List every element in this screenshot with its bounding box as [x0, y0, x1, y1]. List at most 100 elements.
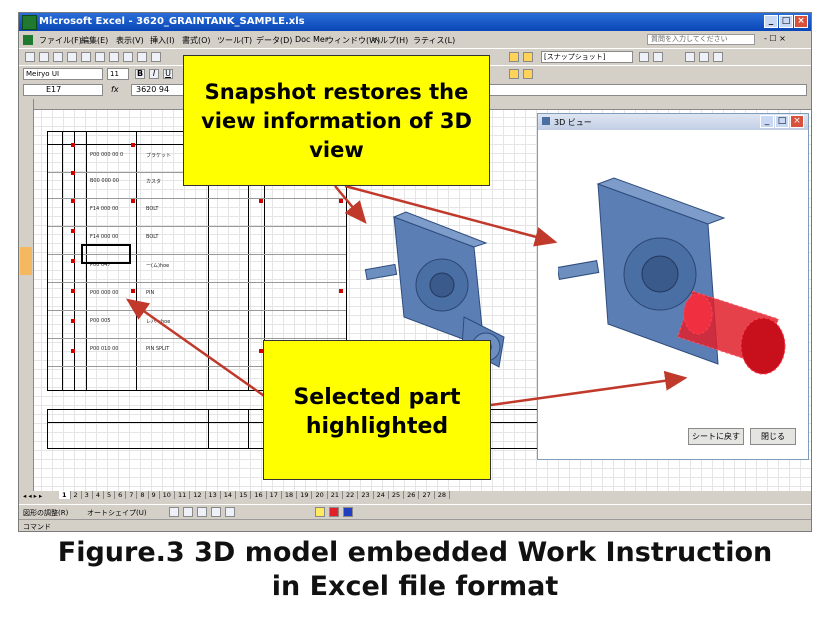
sheet-tab[interactable]: 14: [221, 491, 237, 499]
font-size-select[interactable]: 11: [107, 68, 129, 80]
viewer-close-button[interactable]: ×: [790, 115, 804, 128]
sheet-tab[interactable]: 18: [282, 491, 298, 499]
arrow-icon[interactable]: [183, 507, 193, 517]
menu-insert[interactable]: 挿入(I): [150, 36, 175, 45]
menu-edit[interactable]: 編集(E): [81, 36, 109, 45]
viewer-close-text-button[interactable]: 閉じる: [750, 428, 796, 445]
sheet-tab[interactable]: 1: [59, 491, 71, 499]
excel-app-icon: [22, 15, 37, 30]
font-name-select[interactable]: Meiryo UI: [23, 68, 103, 80]
camera-icon[interactable]: [639, 52, 649, 62]
maximize-button[interactable]: □: [779, 15, 793, 28]
menu-file[interactable]: ファイル(F): [39, 36, 82, 45]
menu-tools[interactable]: ツール(T): [217, 36, 253, 45]
return-to-sheet-button[interactable]: シートに戻す: [688, 428, 744, 445]
fill-color-icon[interactable]: [315, 507, 325, 517]
menu-lattice[interactable]: ラティス(L): [413, 36, 456, 45]
standard-toolbar: [スナップショット]: [19, 48, 811, 65]
sheet-tab[interactable]: 15: [236, 491, 252, 499]
sheet-tab[interactable]: 10: [160, 491, 175, 499]
help-search-input[interactable]: 質問を入力してください: [647, 34, 755, 45]
menu-help[interactable]: ヘルプ(H): [372, 36, 409, 45]
spell-icon[interactable]: [95, 52, 105, 62]
autoshape-menu[interactable]: オートシェイプ(U): [87, 509, 147, 517]
sheet-tab[interactable]: 26: [404, 491, 420, 499]
sheet-tab[interactable]: 12: [190, 491, 206, 499]
settings-icon[interactable]: [713, 52, 723, 62]
italic-icon[interactable]: I: [149, 69, 159, 79]
bold-icon[interactable]: B: [135, 69, 145, 79]
snapshot-callout: Snapshot restores the view information o…: [183, 55, 490, 186]
doc-close-icon[interactable]: - ☐ ×: [764, 34, 786, 43]
preview-icon[interactable]: [81, 52, 91, 62]
sheet-tab[interactable]: 4: [93, 491, 104, 499]
sheet-tab[interactable]: 20: [312, 491, 328, 499]
sheet-tab[interactable]: 3: [82, 491, 93, 499]
sheet-tab[interactable]: 6: [115, 491, 127, 499]
close-button[interactable]: ×: [794, 15, 808, 28]
print-icon[interactable]: [67, 52, 77, 62]
delete-snapshot-icon[interactable]: [653, 52, 663, 62]
snapshot-apply-icon[interactable]: [523, 69, 533, 79]
view3d-icon[interactable]: [523, 52, 533, 62]
line-color-icon[interactable]: [329, 507, 339, 517]
snapshot-load-icon[interactable]: [509, 69, 519, 79]
oval-icon[interactable]: [211, 507, 221, 517]
font-color-icon[interactable]: [343, 507, 353, 517]
sheet-tab[interactable]: 8: [137, 491, 149, 499]
sheet-tab[interactable]: 22: [343, 491, 359, 499]
sheet-tab[interactable]: 27: [419, 491, 435, 499]
viewer-icon: [542, 117, 550, 125]
export-icon[interactable]: [699, 52, 709, 62]
rect-icon[interactable]: [197, 507, 207, 517]
menu-view[interactable]: 表示(V): [116, 36, 144, 45]
selected-cell[interactable]: [81, 244, 131, 264]
sheet-tab[interactable]: 13: [206, 491, 221, 499]
sheet-tab[interactable]: 17: [267, 491, 282, 499]
menu-docmer[interactable]: Doc Mer: [295, 35, 329, 44]
save-snapshot-icon[interactable]: [685, 52, 695, 62]
name-box[interactable]: E17: [23, 84, 103, 96]
snapshot-icon[interactable]: [509, 52, 519, 62]
sheet-tab[interactable]: 25: [389, 491, 405, 499]
doc-icon: [23, 35, 33, 45]
menu-window[interactable]: ウィンドウ(W): [326, 36, 381, 45]
paste-icon[interactable]: [137, 52, 147, 62]
sheet-tab[interactable]: 11: [175, 491, 191, 499]
viewer-minimize-button[interactable]: _: [760, 115, 774, 128]
format-painter-icon[interactable]: [151, 52, 161, 62]
open-icon[interactable]: [39, 52, 49, 62]
row-code: B00 000 00: [90, 178, 119, 184]
minimize-button[interactable]: _: [764, 15, 778, 28]
viewer-maximize-button[interactable]: □: [775, 115, 789, 128]
copy-icon[interactable]: [123, 52, 133, 62]
line-icon[interactable]: [169, 507, 179, 517]
tab-nav-arrows[interactable]: ◂ ◂ ▸ ▸: [23, 492, 43, 500]
sheet-tab[interactable]: 23: [358, 491, 374, 499]
draw-menu[interactable]: 図形の調整(R): [23, 509, 69, 517]
menu-data[interactable]: データ(D): [256, 36, 293, 45]
sheet-tab[interactable]: 24: [374, 491, 389, 499]
status-text: コマンド: [23, 523, 51, 531]
sheet-tab[interactable]: 7: [126, 491, 138, 499]
sheet-tab[interactable]: 16: [251, 491, 267, 499]
caption-line-2: in Excel file format: [271, 571, 559, 602]
snapshot-select[interactable]: [スナップショット]: [541, 51, 633, 63]
underline-icon[interactable]: U: [163, 69, 173, 79]
save-icon[interactable]: [53, 52, 63, 62]
textbox-icon[interactable]: [225, 507, 235, 517]
row-code: P00 005: [90, 318, 111, 324]
sheet-tab[interactable]: 2: [71, 491, 82, 499]
fx-label: fx: [111, 85, 119, 94]
viewer-3d-model[interactable]: [558, 174, 798, 404]
new-icon[interactable]: [25, 52, 35, 62]
cut-icon[interactable]: [109, 52, 119, 62]
sheet-tab[interactable]: 9: [149, 491, 160, 499]
sheet-tab[interactable]: 19: [297, 491, 313, 499]
sheet-tab[interactable]: 5: [104, 491, 116, 499]
sheet-tab[interactable]: 28: [435, 491, 450, 499]
sheet-tab[interactable]: 21: [328, 491, 344, 499]
menu-format[interactable]: 書式(O): [182, 36, 211, 45]
highlighted-part[interactable]: [677, 290, 786, 375]
